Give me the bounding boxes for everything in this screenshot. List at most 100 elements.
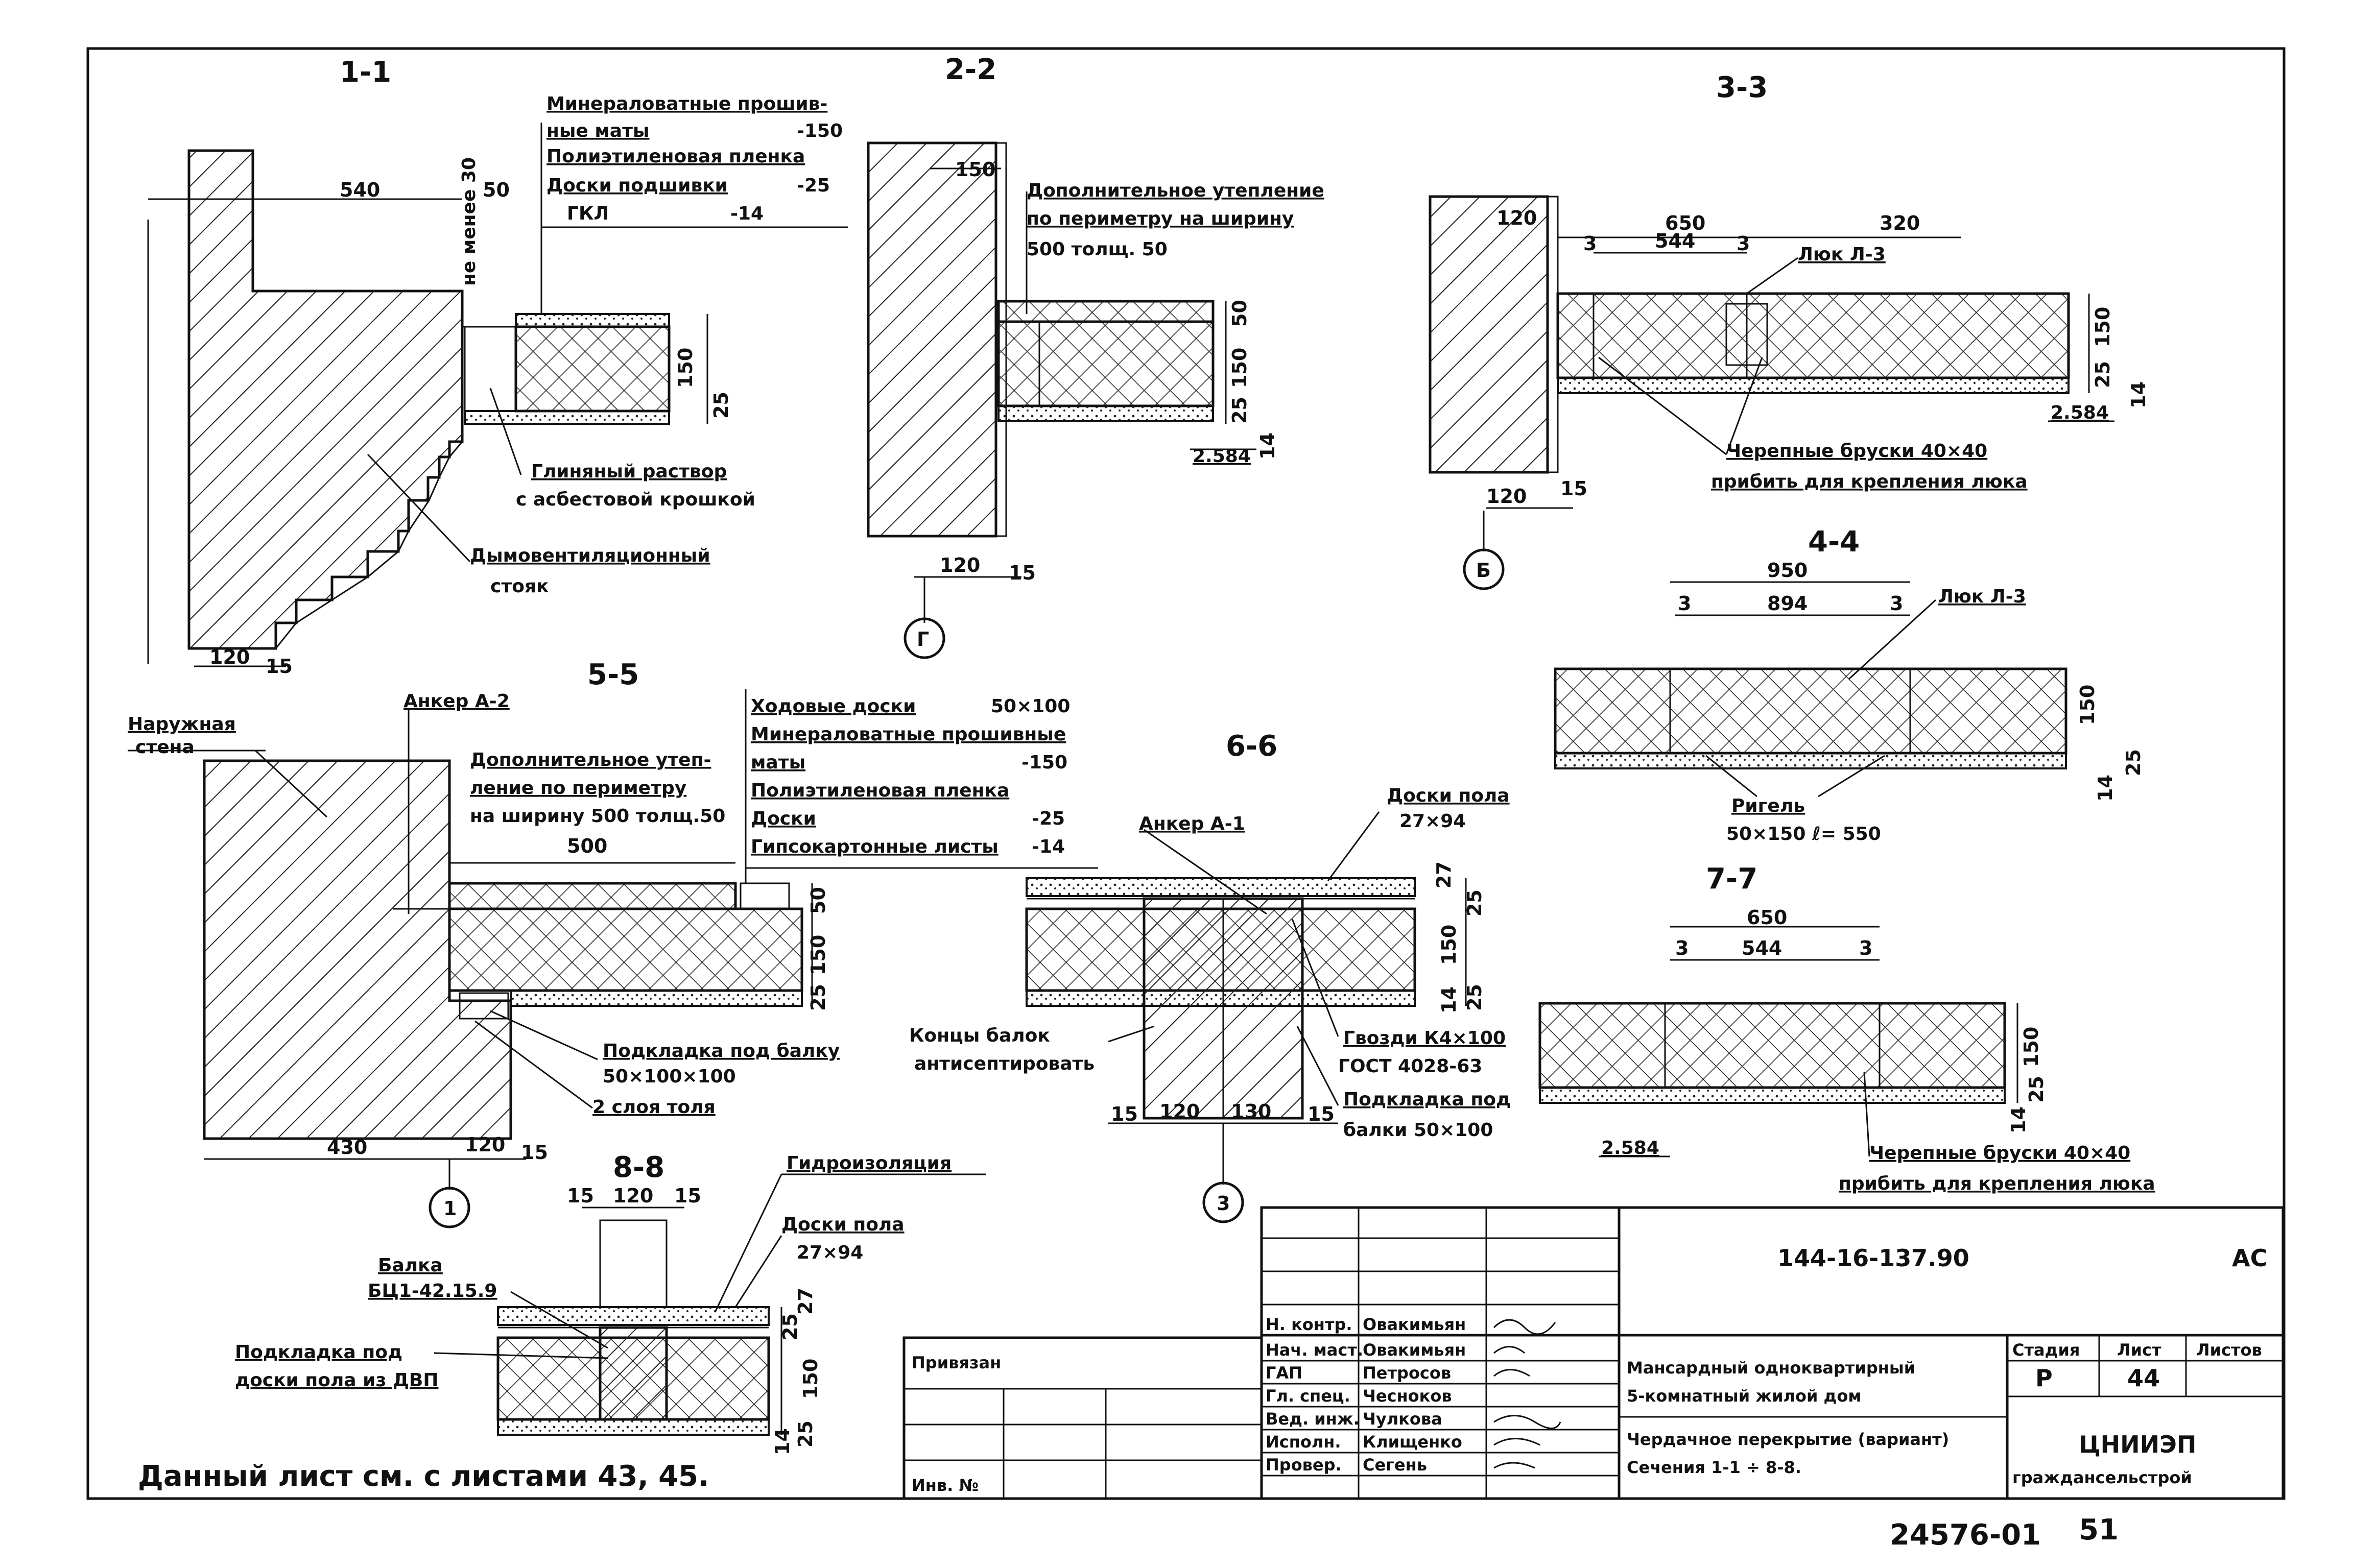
stage-label: Стадия xyxy=(2012,1340,2080,1360)
spec-6: Гипсокартонные листы xyxy=(751,836,999,857)
dim-15b: 15 xyxy=(674,1185,701,1207)
ceiling-board xyxy=(510,990,803,1007)
dim-150: 150 xyxy=(2076,685,2099,725)
ceiling-gkl xyxy=(464,410,670,425)
section-title: 3-3 xyxy=(1716,71,1768,104)
label-extra-ins-1: Дополнительное утеп- xyxy=(470,750,711,770)
dim-430: 430 xyxy=(327,1136,367,1159)
label-mortar-1: Глиняный раствор xyxy=(531,461,727,482)
ceiling-insulation xyxy=(1554,667,2067,755)
dim-25b: 25 xyxy=(794,1420,817,1448)
ceiling-insulation xyxy=(1538,1002,2006,1089)
project-2: 5-комнатный жилой дом xyxy=(1627,1386,1862,1406)
ceiling-insulation xyxy=(448,907,803,992)
dim-15: 15 xyxy=(1560,477,1587,500)
dim-3a: 3 xyxy=(1675,937,1689,959)
sheet-label: Лист xyxy=(2117,1340,2161,1360)
dim-544: 544 xyxy=(1655,230,1695,252)
label-pad-2: доски пола из ДВП xyxy=(235,1370,438,1391)
section-title: 4-4 xyxy=(1808,525,1860,559)
label-chimney-2: стояк xyxy=(490,576,549,597)
beam xyxy=(599,1326,668,1421)
partition xyxy=(599,1219,668,1308)
label-beam-ends-1: Концы балок xyxy=(909,1025,1050,1046)
label-extra-ins-2: ление по периметру xyxy=(470,778,686,799)
wall xyxy=(867,141,997,538)
section-title: 8-8 xyxy=(613,1151,664,1184)
spec-line-2: ные маты xyxy=(546,120,650,141)
section-3-3: 3-3 120 650 320 3 544 3 150 25 14 2.584 … xyxy=(1429,71,2150,590)
hatch-L3 xyxy=(1725,303,1768,366)
spec-table: Ходовые доски 50×100 Минераловатные прош… xyxy=(745,689,1098,883)
dim-130: 130 xyxy=(1231,1100,1271,1123)
inv-no: Инв. № xyxy=(912,1476,979,1495)
label-tar: 2 слоя толя xyxy=(592,1097,716,1118)
ceiling-board xyxy=(1539,1087,2006,1104)
name: Клищенко xyxy=(1363,1432,1462,1452)
dim-27: 27 xyxy=(794,1288,817,1315)
role: Исполн. xyxy=(1266,1432,1341,1452)
label-hatch: Люк Л-3 xyxy=(1798,244,1886,265)
dim-120: 120 xyxy=(1496,207,1537,229)
label-beam: Балка xyxy=(378,1255,443,1276)
label-chimney-1: Дымовентиляционный xyxy=(470,545,710,566)
section-6-6: 6-6 27 25 150 14 25 15 120 130 15 Анкер … xyxy=(909,730,1511,1223)
elevation: 2.584 xyxy=(1193,446,1251,467)
title-block: 144-16-137.90 АС Привязан Инв. № Н. конт… xyxy=(902,1206,2285,1500)
role: Провер. xyxy=(1266,1455,1342,1475)
dim-950: 950 xyxy=(1767,559,1808,582)
dim-50: 50 xyxy=(483,179,510,201)
walk-board xyxy=(740,882,790,910)
label-mortar-2: с асбестовой крошкой xyxy=(516,489,755,510)
label-outer-wall-1: Наружная xyxy=(128,714,236,735)
label-waterproofing: Гидроизоляция xyxy=(787,1153,952,1174)
spec-val-1: -150 xyxy=(797,120,843,141)
dim-14: 14 xyxy=(1438,986,1460,1014)
label-pad-2: балки 50×100 xyxy=(1343,1120,1493,1141)
dim-650: 650 xyxy=(1747,906,1787,929)
org-1: ЦНИИЭП xyxy=(2079,1431,2196,1458)
section-title: 2-2 xyxy=(945,53,996,86)
spec-2: Минераловатные прошивные xyxy=(751,724,1066,745)
stair-offset xyxy=(275,441,463,649)
label-anchor: Анкер А-2 xyxy=(403,691,510,712)
label-floor-board: Доски пола xyxy=(781,1214,905,1235)
wall-finish xyxy=(1547,196,1559,473)
axis-label: 3 xyxy=(1217,1192,1230,1215)
sheets-label: Листов xyxy=(2196,1340,2262,1360)
dim-500: 500 xyxy=(567,835,607,857)
section-4-4: 4-4 950 3 894 3 150 14 25 Люк Л-3 Ригель… xyxy=(1554,525,2145,845)
axis-label: 1 xyxy=(443,1197,457,1220)
name: Чулкова xyxy=(1363,1409,1442,1429)
label-extra-ins-3: на ширину 500 толщ.50 xyxy=(470,806,725,827)
spec-1-val: 50×100 xyxy=(991,696,1070,717)
dim-120: 120 xyxy=(613,1185,653,1207)
section-5-5: 5-5 500 50 150 25 430 120 15 Наружная ст… xyxy=(128,658,1098,1228)
dim-25: 25 xyxy=(1463,889,1486,916)
dim-150: 150 xyxy=(2091,307,2114,347)
spec-line-5: ГКЛ xyxy=(567,203,609,224)
elevation: 2.584 xyxy=(1601,1138,1659,1159)
section-1-1: 1-1 540 50 150 25 120 15 не менее 30 Мин… xyxy=(147,56,848,678)
dim-150: 150 xyxy=(1438,925,1460,965)
name: Петросов xyxy=(1363,1363,1451,1383)
label-floor-board: Доски пола xyxy=(1387,785,1510,806)
chimney-wall xyxy=(187,149,464,650)
label-pad-1: Подкладка под xyxy=(1343,1089,1511,1110)
notch-note: не менее 30 xyxy=(459,157,480,286)
extra-insulation xyxy=(997,300,1215,323)
role: ГАП xyxy=(1266,1363,1302,1383)
dim-650: 650 xyxy=(1665,212,1705,234)
spec-line-4: Доски подшивки xyxy=(546,175,728,196)
section-title: 6-6 xyxy=(1226,730,1277,763)
label-battens-2: прибить для крепления люка xyxy=(1711,471,2028,492)
spec-5-val: -25 xyxy=(1032,808,1065,829)
name: Сегень xyxy=(1363,1455,1427,1475)
dim-894: 894 xyxy=(1767,592,1808,615)
dim-14: 14 xyxy=(771,1428,794,1455)
dim-15: 15 xyxy=(521,1141,548,1164)
dim-3b: 3 xyxy=(1890,592,1903,615)
extra-insulation xyxy=(448,882,737,910)
dim-15b: 15 xyxy=(1308,1103,1335,1125)
